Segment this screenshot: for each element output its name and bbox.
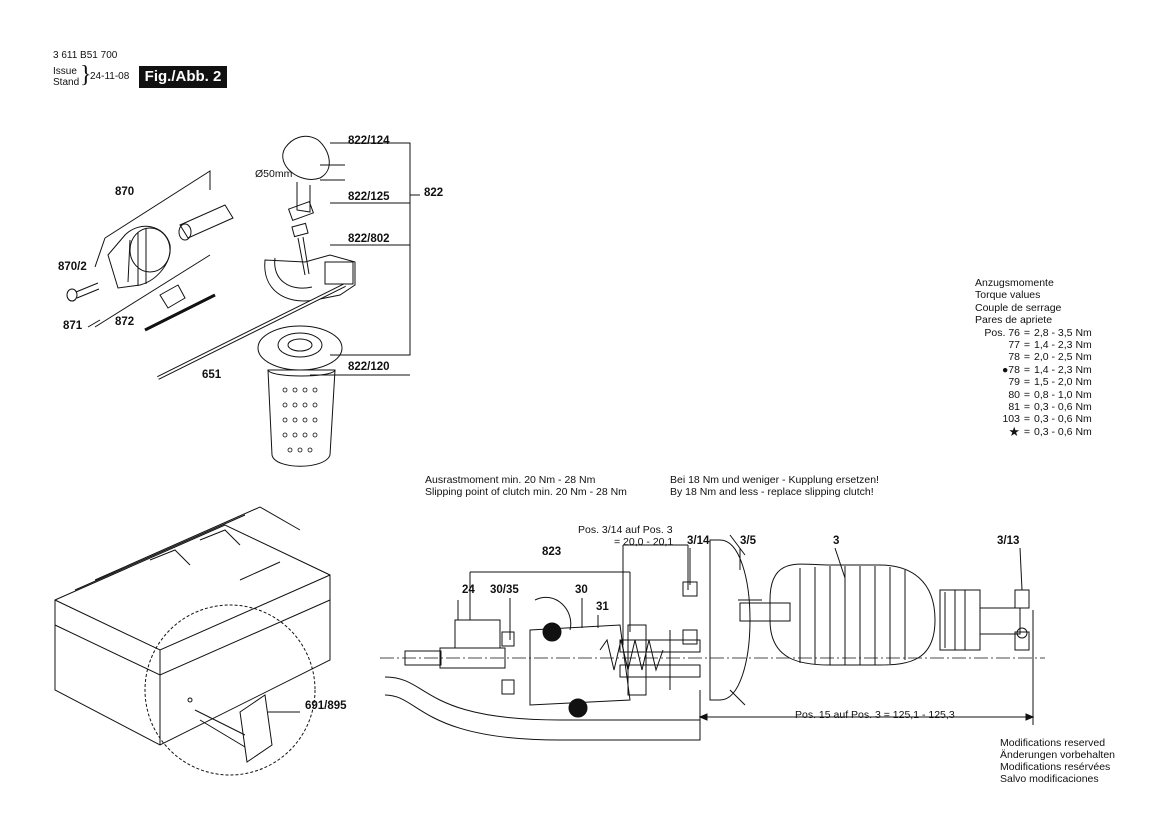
- figure-label: Fig./Abb. 2: [139, 66, 227, 88]
- label-31: 31: [596, 601, 609, 613]
- torque-pos: 81: [1008, 401, 1020, 414]
- label-822-120: 822/120: [348, 361, 390, 373]
- star-icon: ★: [1008, 423, 1020, 439]
- label-870-2: 870/2: [58, 261, 87, 273]
- label-822: 822: [424, 187, 444, 199]
- issue-date: 24-11-08: [90, 71, 130, 82]
- label-3-14: 3/14: [687, 535, 710, 547]
- label-691-895: 691/895: [305, 700, 347, 712]
- label-30-35: 30/35: [490, 584, 519, 596]
- label-870: 870: [115, 186, 135, 198]
- issue-stand-labels: Issue Stand: [53, 66, 79, 88]
- label-822-802: 822/802: [348, 233, 390, 245]
- pos-15-label: Pos. 15 auf Pos. 3 = 125,1 - 125,3: [795, 709, 955, 721]
- equals-sign: =: [1023, 401, 1031, 414]
- pos-3-14-label: Pos. 3/14 auf Pos. 3: [578, 524, 673, 536]
- torque-row: 77=1,4 - 2,3 Nm: [975, 339, 1092, 352]
- issue-label: Issue: [53, 66, 77, 77]
- label-3-13: 3/13: [997, 535, 1020, 547]
- torque-row: 79=1,5 - 2,0 Nm: [975, 376, 1092, 389]
- equals-sign: =: [1023, 326, 1031, 339]
- label-823: 823: [542, 546, 562, 558]
- pos-3-14-value: = 20,0 - 20,1: [614, 536, 674, 548]
- bracket-822: [330, 142, 411, 356]
- label-871: 871: [63, 320, 83, 332]
- label-plate-691-895: [187, 694, 273, 763]
- torque-row: Pos. 76=2,8 - 3,5 Nm: [975, 326, 1092, 339]
- label-872: 872: [115, 316, 135, 328]
- clutch-note-de-1: Ausrastmoment min. 20 Nm - 28 Nm: [425, 474, 596, 486]
- mods-en: Modifications reserved: [1000, 737, 1106, 749]
- chuck-key-871: [159, 284, 186, 309]
- torque-row: 80=0,8 - 1,0 Nm: [975, 388, 1092, 401]
- screw-822-125: [291, 222, 310, 276]
- clamp-band-822-124: [282, 135, 330, 222]
- clutch-note-en-2: By 18 Nm and less - replace slipping clu…: [670, 486, 874, 498]
- torque-value: 0,8 - 1,0 Nm: [1034, 388, 1092, 401]
- label-822-124: 822/124: [348, 135, 390, 147]
- torque-title-es: Pares de apriete: [975, 314, 1053, 327]
- torque-value: 0,3 - 0,6 Nm: [1034, 413, 1092, 426]
- torque-value: 1,4 - 2,3 Nm: [1034, 363, 1092, 376]
- torque-row: 81=0,3 - 0,6 Nm: [975, 401, 1092, 414]
- handle-head-822-802: [264, 254, 356, 302]
- torque-value: 1,4 - 2,3 Nm: [1034, 339, 1092, 352]
- detail-circle: [144, 604, 316, 776]
- torque-value: 0,3 - 0,6 Nm: [1034, 425, 1092, 438]
- mods-fr: Modifications resérvées: [1000, 761, 1111, 773]
- torque-pos: Pos. 76: [984, 326, 1020, 339]
- torque-title-de: Anzugsmomente: [975, 277, 1054, 289]
- label-3: 3: [833, 535, 840, 547]
- screw-870-2: [66, 282, 100, 302]
- torque-pos: 80: [1008, 388, 1020, 401]
- torque-pos: 103: [1002, 413, 1020, 426]
- torque-row: 78=2,0 - 2,5 Nm: [975, 351, 1092, 364]
- label-diameter: Ø50mm: [255, 168, 293, 180]
- equals-sign: =: [1023, 413, 1031, 426]
- equals-sign: =: [1023, 388, 1031, 401]
- equals-sign: =: [1023, 363, 1031, 376]
- torque-title-en: Torque values: [975, 289, 1041, 302]
- torque-title-fr: Couple de serrage: [975, 301, 1062, 314]
- mods-de: Änderungen vorbehalten: [1000, 749, 1116, 761]
- label-822-125: 822/125: [348, 191, 390, 203]
- clutch-note-de-2: Bei 18 Nm und weniger - Kupplung ersetze…: [670, 474, 879, 486]
- cross-section-drawing: [380, 534, 1045, 741]
- label-24: 24: [462, 584, 475, 596]
- clutch-note-en-1: Slipping point of clutch min. 20 Nm - 28…: [425, 486, 627, 498]
- torque-table: Anzugsmomente Torque values Couple de se…: [975, 277, 1092, 438]
- torque-value: 1,5 - 2,0 Nm: [1034, 376, 1092, 389]
- torque-pos: 79: [1008, 376, 1020, 389]
- equals-sign: =: [1023, 425, 1031, 438]
- torque-pos: 78: [1008, 351, 1020, 364]
- pin-872: [144, 293, 216, 332]
- equals-sign: =: [1023, 339, 1031, 352]
- drill-chuck-870: [107, 225, 171, 289]
- chuck-adapter: [178, 204, 234, 241]
- torque-value: 0,3 - 0,6 Nm: [1034, 401, 1092, 414]
- torque-value: 2,8 - 3,5 Nm: [1034, 326, 1092, 339]
- modifications-note: Modifications reserved Änderungen vorbeh…: [1000, 737, 1115, 785]
- carrying-case: [54, 506, 331, 746]
- torque-pos: 77: [1008, 339, 1020, 352]
- handle-grip-822-120: [267, 369, 336, 467]
- mods-es: Salvo modificaciones: [1000, 773, 1099, 785]
- brace-glyph: }: [80, 62, 92, 88]
- torque-row: ★=0,3 - 0,6 Nm: [975, 423, 1092, 439]
- torque-row: ●78=1,4 - 2,3 Nm: [975, 364, 1092, 376]
- label-651: 651: [202, 369, 222, 381]
- torque-value: 2,0 - 2,5 Nm: [1034, 351, 1092, 364]
- torque-pos: ●78: [1001, 363, 1020, 376]
- label-3-5: 3/5: [740, 535, 756, 547]
- equals-sign: =: [1023, 351, 1031, 364]
- guard-disc: [257, 325, 343, 371]
- label-30: 30: [575, 584, 588, 596]
- bracket-870: [104, 170, 211, 239]
- stand-label: Stand: [53, 77, 80, 88]
- equals-sign: =: [1023, 376, 1031, 389]
- part-code: 3 611 B51 700: [53, 50, 118, 61]
- torque-row: 103=0,3 - 0,6 Nm: [975, 413, 1092, 426]
